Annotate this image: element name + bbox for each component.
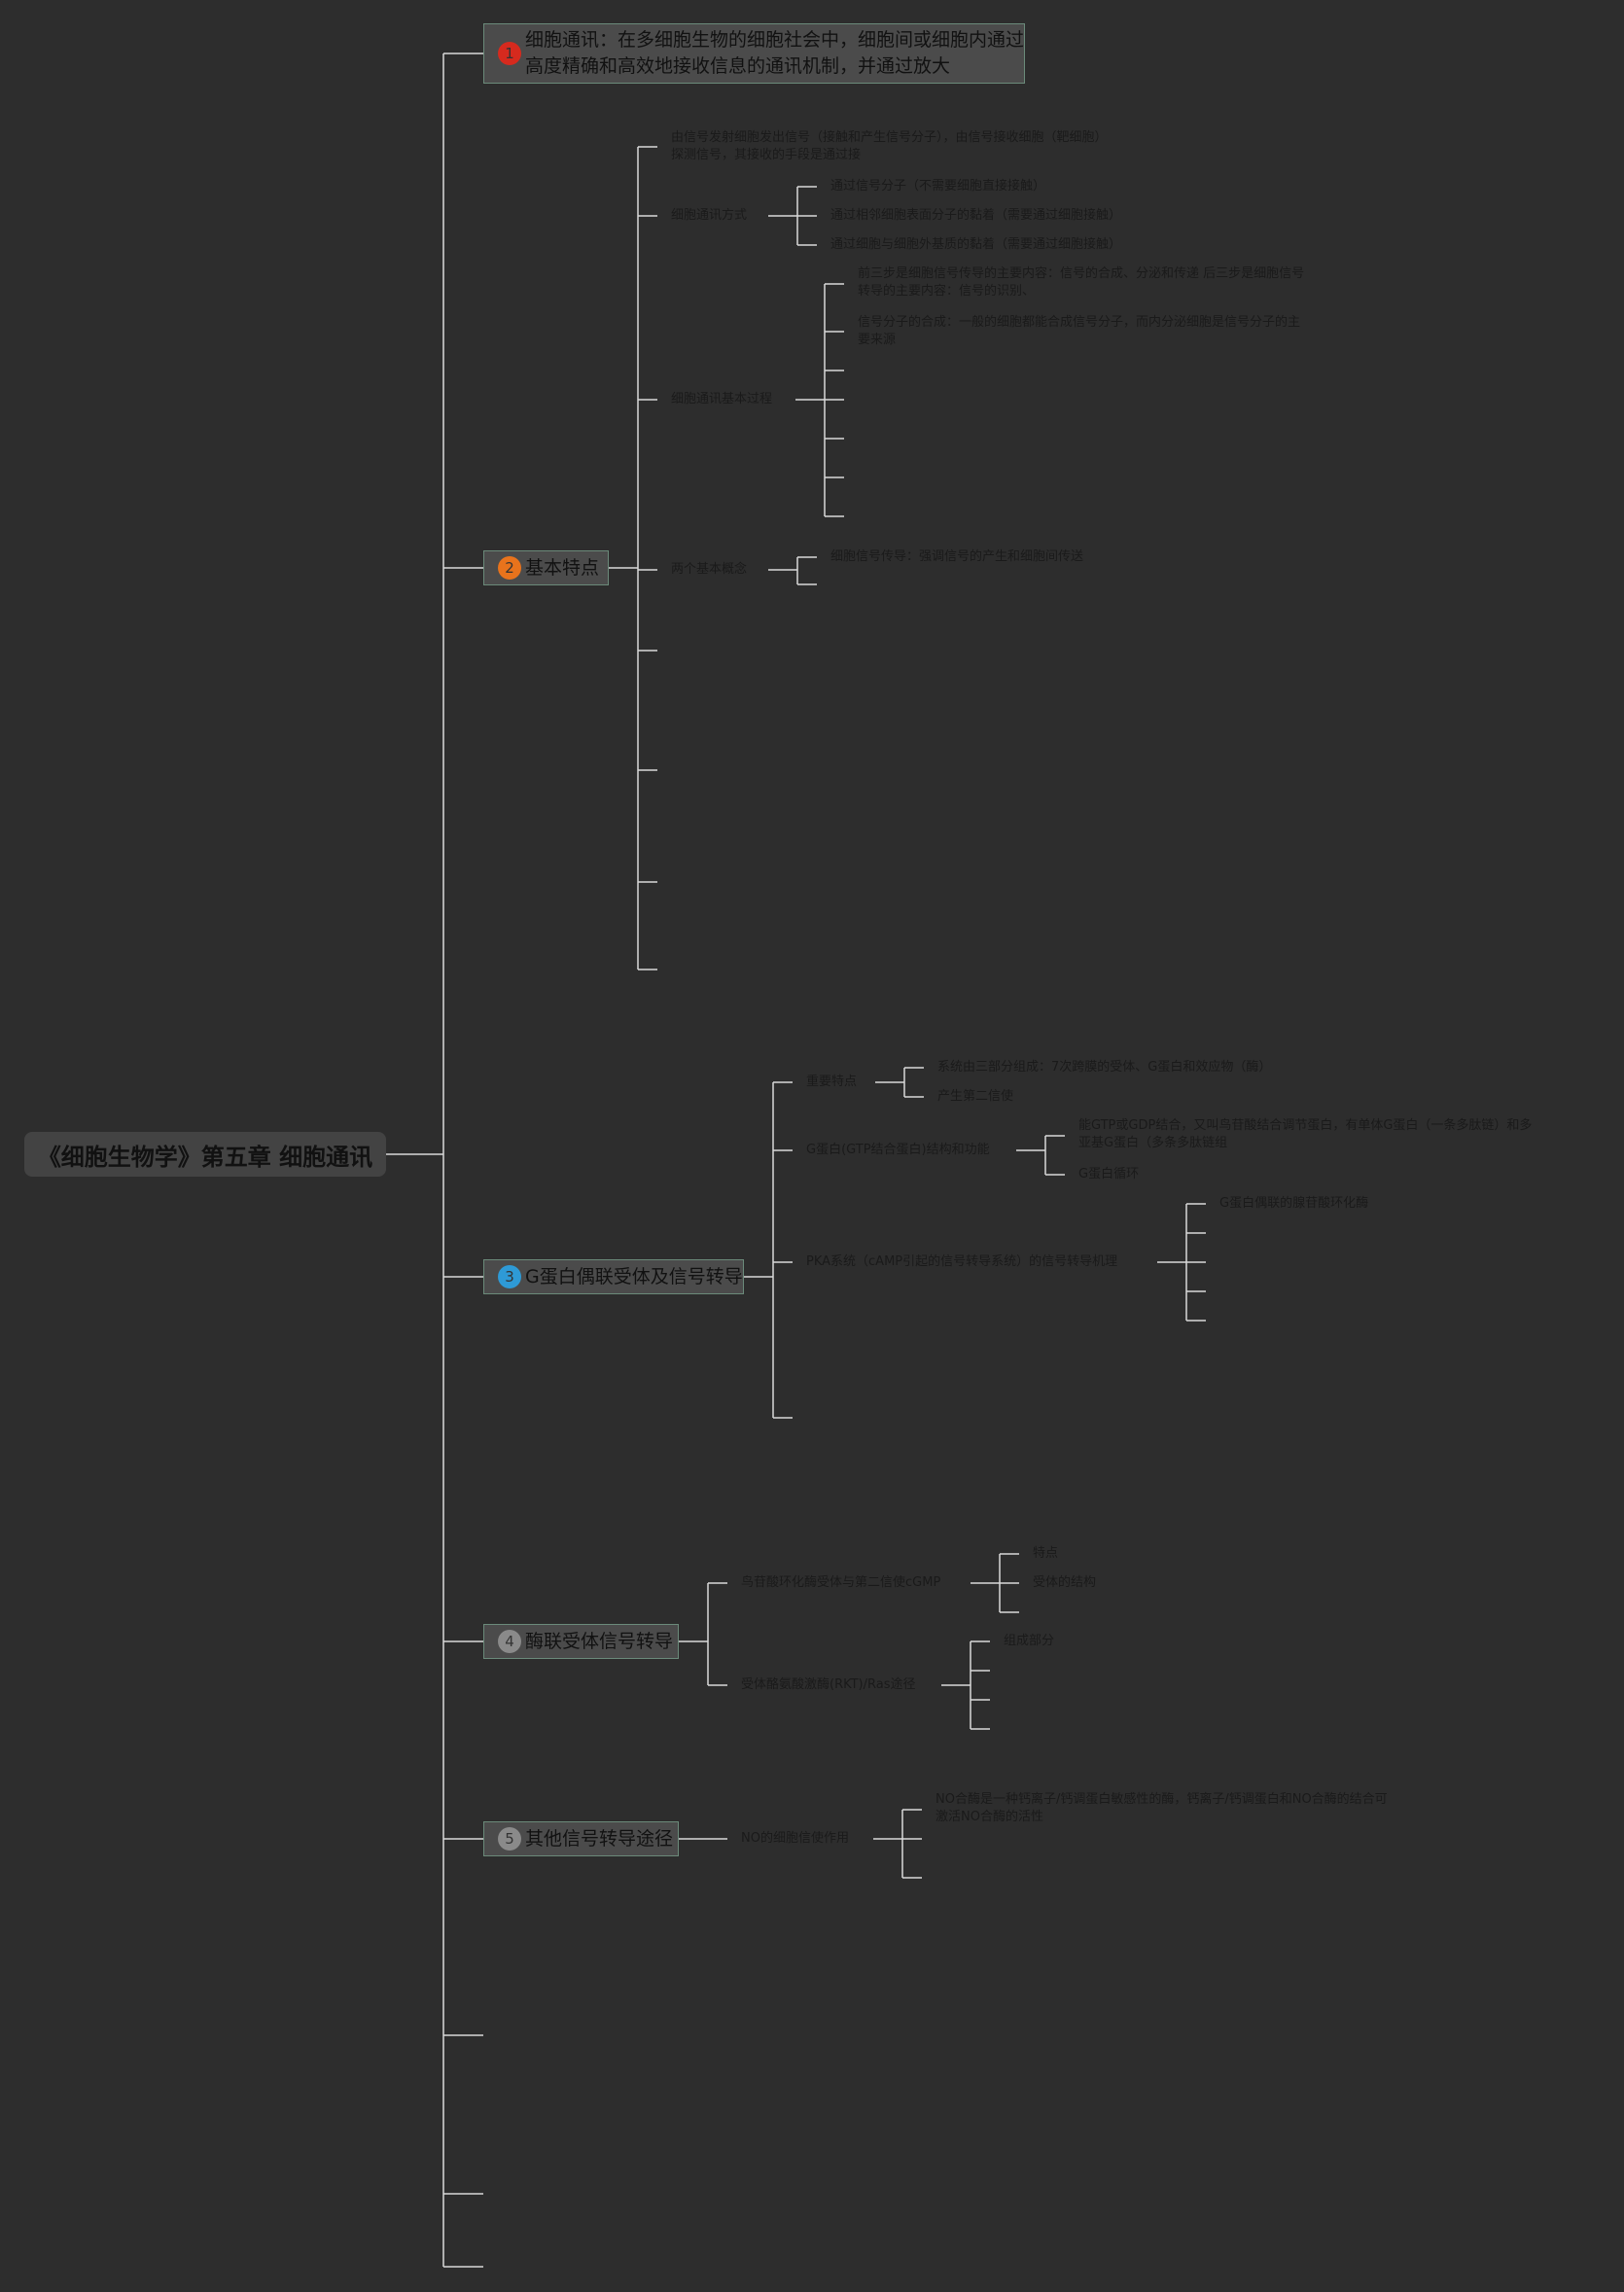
topic-4-label: 酶联受体信号转导 [525, 1630, 674, 1652]
cgmp-label[interactable]: 鸟苷酸环化酶受体与第二信使cGMP [741, 1575, 941, 1590]
rtk-item-1[interactable]: 组成部分 [1004, 1634, 1055, 1648]
gprotein-item-1-line-2: 亚基G蛋白（多条多肽链组 [1078, 1135, 1228, 1150]
topic-5-number: 5 [505, 1830, 514, 1848]
feature-item-1[interactable]: 系统由三部分组成：7次跨膜的受体、G蛋白和效应物（酶） [937, 1060, 1272, 1075]
topic-3-label: G蛋白偶联受体及信号转导 [525, 1265, 743, 1287]
topic-1-line-1: 细胞通讯：在多细胞生物的细胞社会中，细胞间或细胞内通过 [525, 29, 1025, 52]
pka-label[interactable]: PKA系统（cAMP引起的信号转导系统）的信号转导机理 [806, 1254, 1118, 1269]
topic-2-definition-line-1: 由信号发射细胞发出信号（接触和产生信号分子），由信号接收细胞（靶细胞） [671, 130, 1108, 145]
topic-1-line-2: 高度精确和高效地接收信息的通讯机制，并通过放大 [525, 55, 951, 77]
topic-2-node[interactable]: 2 基本特点 [483, 550, 609, 585]
root-node[interactable]: 《细胞生物学》第五章 细胞通讯 [24, 1132, 386, 1177]
process-label[interactable]: 细胞通讯基本过程 [671, 392, 773, 406]
mode-item-1[interactable]: 通过信号分子（不需要细胞直接接触） [830, 179, 1046, 194]
concepts-label[interactable]: 两个基本概念 [671, 562, 748, 577]
mode-label[interactable]: 细胞通讯方式 [671, 208, 748, 223]
gprotein-label[interactable]: G蛋白(GTP结合蛋白)结构和功能 [806, 1143, 990, 1157]
topic-4-number: 4 [505, 1633, 514, 1650]
topic-1-marker-icon: 1 [498, 42, 521, 65]
concepts-item-1[interactable]: 细胞信号传导：强调信号的产生和细胞间传送 [830, 549, 1084, 564]
no-item-1-line-2: 激活NO合酶的活性 [936, 1809, 1043, 1824]
topic-2-label: 基本特点 [525, 556, 600, 579]
no-item-1[interactable]: NO合酶是一种钙离子/钙调蛋白敏感性的酶，钙离子/钙调蛋白和NO合酶的结合可 激… [936, 1791, 1388, 1825]
topic-5-marker-icon: 5 [498, 1827, 521, 1851]
gprotein-item-1-line-1: 能GTP或GDP结合，又叫鸟苷酸结合调节蛋白，有单体G蛋白（一条多肽链）和多 [1078, 1118, 1533, 1133]
process-item-1[interactable]: 前三步是细胞信号传导的主要内容：信号的合成、分泌和传递 后三步是细胞信号 转导的… [858, 265, 1304, 300]
topic-2-marker-icon: 2 [498, 556, 521, 580]
no-item-1-line-1: NO合酶是一种钙离子/钙调蛋白敏感性的酶，钙离子/钙调蛋白和NO合酶的结合可 [936, 1792, 1388, 1807]
cgmp-item-1[interactable]: 特点 [1033, 1546, 1059, 1561]
topic-1-text: 细胞通讯：在多细胞生物的细胞社会中，细胞间或细胞内通过 高度精确和高效地接收信息… [525, 27, 1024, 79]
feature-label[interactable]: 重要特点 [806, 1075, 858, 1089]
process-item-1-line-1: 前三步是细胞信号传导的主要内容：信号的合成、分泌和传递 后三步是细胞信号 [858, 266, 1305, 281]
topic-5-node[interactable]: 5 其他信号转导途径 [483, 1821, 679, 1856]
topic-2-definition-line-2: 探测信号，其接收的手段是通过接 [671, 147, 862, 162]
gprotein-item-1[interactable]: 能GTP或GDP结合，又叫鸟苷酸结合调节蛋白，有单体G蛋白（一条多肽链）和多 亚… [1078, 1117, 1532, 1151]
pka-item-1[interactable]: G蛋白偶联的腺苷酸环化酶 [1219, 1196, 1369, 1211]
topic-3-node[interactable]: 3 G蛋白偶联受体及信号转导 [483, 1259, 744, 1294]
topic-3-marker-icon: 3 [498, 1265, 521, 1288]
process-item-2-line-1: 信号分子的合成：一般的细胞都能合成信号分子，而内分泌细胞是信号分子的主 [858, 315, 1301, 330]
root-title: 《细胞生物学》第五章 细胞通讯 [37, 1143, 373, 1171]
topic-4-node[interactable]: 4 酶联受体信号转导 [483, 1624, 679, 1659]
rtk-label[interactable]: 受体酪氨酸激酶(RKT)/Ras途径 [741, 1677, 916, 1692]
topic-1-node[interactable]: 1 细胞通讯：在多细胞生物的细胞社会中，细胞间或细胞内通过 高度精确和高效地接收… [483, 23, 1025, 84]
topic-5-label: 其他信号转导途径 [525, 1827, 674, 1850]
gprotein-item-2[interactable]: G蛋白循环 [1078, 1167, 1140, 1181]
process-item-2[interactable]: 信号分子的合成：一般的细胞都能合成信号分子，而内分泌细胞是信号分子的主 要来源 [858, 314, 1300, 348]
feature-item-2[interactable]: 产生第二信使 [937, 1089, 1014, 1104]
topic-4-marker-icon: 4 [498, 1630, 521, 1653]
topic-1-number: 1 [505, 45, 514, 62]
process-item-1-line-2: 转导的主要内容：信号的识别、 [858, 283, 1036, 299]
topic-3-number: 3 [505, 1268, 514, 1286]
cgmp-item-2[interactable]: 受体的结构 [1033, 1575, 1097, 1590]
topic-2-definition[interactable]: 由信号发射细胞发出信号（接触和产生信号分子），由信号接收细胞（靶细胞） 探测信号… [671, 129, 1108, 163]
mode-item-3[interactable]: 通过细胞与细胞外基质的黏着（需要通过细胞接触） [830, 237, 1122, 252]
topic-2-number: 2 [505, 559, 514, 577]
mode-item-2[interactable]: 通过相邻细胞表面分子的黏着（需要通过细胞接触） [830, 208, 1122, 223]
no-label[interactable]: NO的细胞信使作用 [741, 1831, 849, 1846]
process-item-2-line-2: 要来源 [858, 332, 897, 347]
